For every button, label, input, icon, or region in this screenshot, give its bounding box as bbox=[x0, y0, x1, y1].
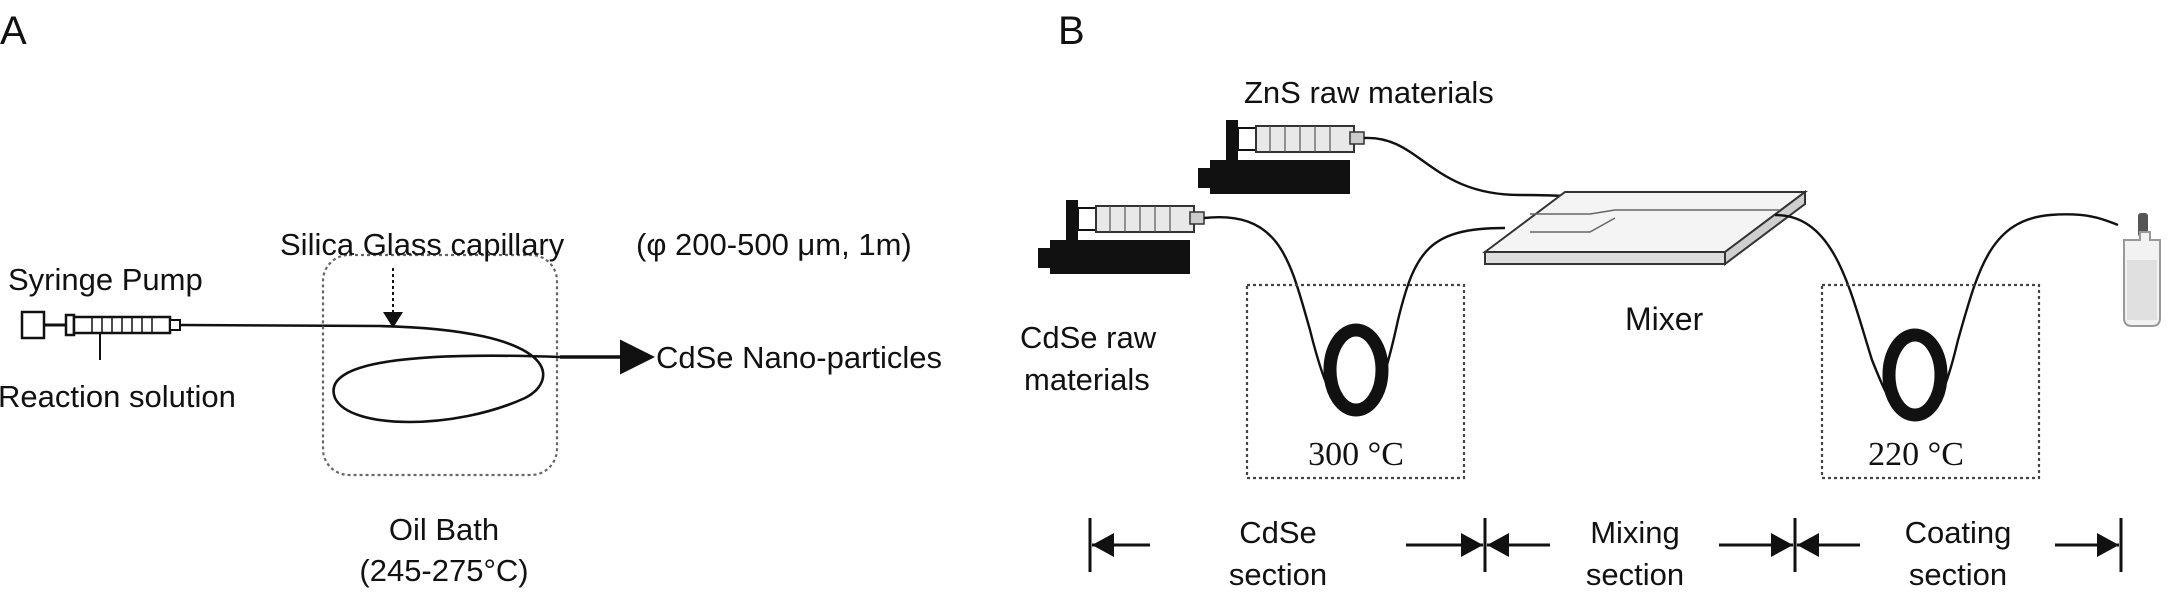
section-mixing-line1: Mixing bbox=[1590, 515, 1680, 550]
section-cdse-line2: section bbox=[1229, 557, 1327, 592]
heating-coil-300-icon bbox=[1323, 323, 1389, 417]
heating-coil-220-icon bbox=[1882, 328, 1948, 422]
heating-box-300 bbox=[1245, 283, 1466, 480]
panel-a: A Syringe Pump Reaction solution bbox=[0, 9, 942, 588]
section-mixing-line2: section bbox=[1586, 557, 1684, 592]
mixer-chip-icon bbox=[1482, 190, 1808, 266]
section-coating-line1: Coating bbox=[1905, 515, 2012, 550]
oil-bath-label: Oil Bath bbox=[389, 512, 499, 547]
heating-box-220 bbox=[1820, 283, 2041, 480]
mixer-label: Mixer bbox=[1625, 301, 1704, 337]
oil-bath-temp-label: (245-275°C) bbox=[359, 553, 528, 588]
cdse-syringe-pump-icon bbox=[1038, 200, 1205, 274]
collection-vial-icon bbox=[2123, 213, 2161, 327]
output-label: CdSe Nano-particles bbox=[656, 340, 942, 375]
section-coating-line2: section bbox=[1909, 557, 2007, 592]
cdse-raw-label-line2: materials bbox=[1024, 362, 1150, 397]
zns-tube bbox=[1363, 136, 1601, 202]
capillary-spec-label: (φ 200-500 μm, 1m) bbox=[636, 227, 912, 262]
reaction-solution-label: Reaction solution bbox=[0, 379, 236, 414]
cdse-tube-heating bbox=[1203, 215, 1506, 412]
temp-300-label: 300 °C bbox=[1308, 436, 1404, 473]
cdse-raw-label-line1: CdSe raw bbox=[1020, 320, 1157, 355]
zns-syringe-pump-icon bbox=[1198, 120, 1365, 194]
section-cdse-line1: CdSe bbox=[1239, 515, 1317, 550]
panel-b-letter: B bbox=[1058, 9, 1085, 53]
capillary-tube bbox=[179, 323, 561, 424]
syringe-pump-label: Syringe Pump bbox=[8, 262, 203, 297]
panel-b: B ZnS raw materials bbox=[1020, 9, 2161, 592]
temp-220-label: 220 °C bbox=[1868, 436, 1964, 473]
oil-bath-box bbox=[321, 253, 559, 477]
zns-label: ZnS raw materials bbox=[1244, 75, 1494, 110]
capillary-label: Silica Glass capillary bbox=[280, 227, 565, 262]
capillary-pointer-head bbox=[383, 312, 403, 328]
syringe-icon bbox=[20, 310, 181, 340]
section-arrowheads bbox=[1092, 533, 2119, 557]
panel-a-letter: A bbox=[0, 9, 27, 53]
